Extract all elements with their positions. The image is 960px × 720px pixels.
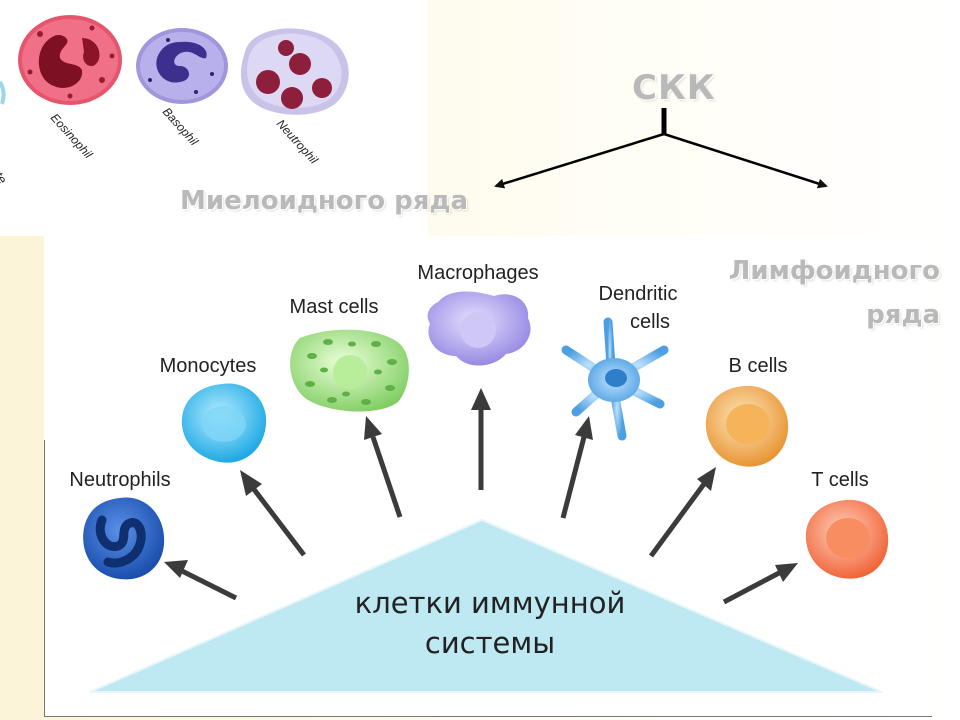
arrow-monocytes [240, 470, 306, 557]
immune-system-base-triangle [89, 518, 883, 693]
macrophage-cell-icon [427, 291, 531, 366]
cut-off-cell-icon [0, 80, 6, 105]
b-cell-icon [705, 385, 789, 467]
arrow-t-cells [722, 563, 798, 605]
label-dendritic: Dendritic [599, 283, 678, 305]
arrow-to-myeloid [494, 132, 665, 189]
label-b-cells: B cells [729, 355, 788, 377]
label-neutrophils: Neutrophils [69, 469, 170, 491]
basophil-cell-icon [136, 28, 228, 104]
t-cell-icon [805, 499, 889, 579]
label-dendritic-cells: cells [630, 311, 670, 333]
neutrophil-cell-icon [83, 497, 165, 580]
arrow-to-lymphoid [663, 132, 828, 189]
mast-cell-icon [290, 329, 409, 412]
lymphoid-lineage-heading-line2: ряда [866, 300, 940, 330]
lymphoid-lineage-heading-line1: Лимфоидного [728, 256, 940, 286]
inset-cut-label: te [0, 169, 10, 186]
label-monocytes: Monocytes [160, 355, 257, 377]
monocyte-cell-icon [181, 383, 267, 463]
base-label-line2: системы [425, 626, 555, 660]
granulocyte-inset: te Eosinophil Basophil [0, 0, 428, 236]
dendritic-cell-icon [561, 317, 669, 441]
stem-cell-branch [494, 108, 828, 189]
arrow-neutrophils [164, 560, 238, 601]
base-label-line1: клетки иммунной [355, 586, 626, 620]
arrow-macrophages [471, 388, 491, 490]
label-t-cells: T cells [811, 469, 868, 491]
myeloid-lineage-heading: Миелоидного ряда [180, 186, 469, 216]
differentiation-arrows [164, 388, 798, 605]
arrow-mast-cells [364, 416, 403, 518]
label-macrophages: Macrophages [417, 262, 538, 284]
arrow-dendritic-cells [560, 416, 593, 519]
arrow-b-cells [648, 467, 716, 558]
eosinophil-cell-icon [18, 15, 122, 105]
stem-cell-heading: СКК [632, 68, 716, 108]
neutrophil-inset-cell-icon [240, 28, 349, 115]
label-mast-cells: Mast cells [290, 296, 379, 318]
